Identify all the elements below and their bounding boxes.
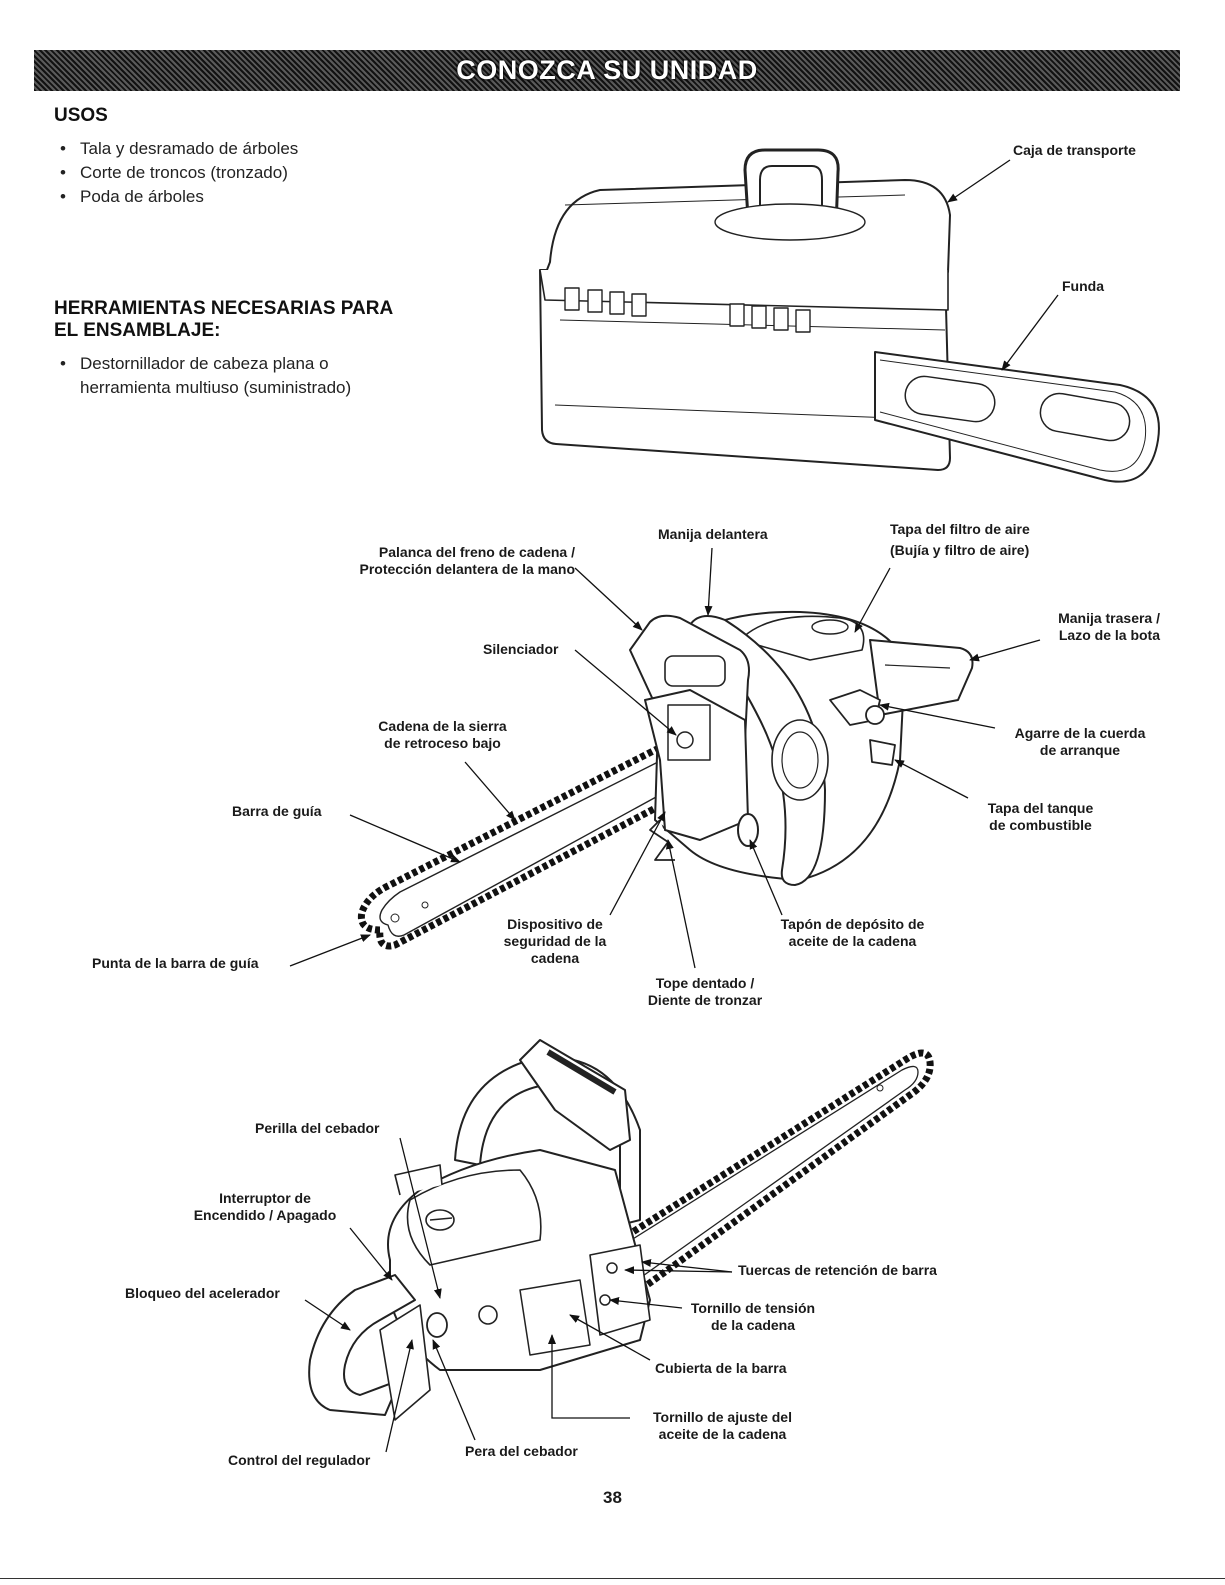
label-line: Tapón de depósito de xyxy=(780,916,925,932)
carrying-case xyxy=(539,148,1160,483)
section-banner: CONOZCA SU UNIDAD xyxy=(34,50,1180,91)
label-manija-delantera: Manija delantera xyxy=(658,526,768,542)
label-line: Protección delantera de la mano xyxy=(359,561,575,577)
list-item: Destornillador de cabeza plana o herrami… xyxy=(54,352,351,400)
page-number: 38 xyxy=(603,1488,622,1507)
heading-line: EL ENSAMBLAJE: xyxy=(54,320,221,341)
bottom-saw-leaders xyxy=(304,1137,733,1453)
banner-title: CONOZCA SU UNIDAD xyxy=(456,55,758,85)
list-item: Poda de árboles xyxy=(54,185,298,209)
label-line: aceite de la cadena xyxy=(788,933,917,949)
label-line: Cadena de la sierra xyxy=(378,718,507,734)
label-palanca-freno: Palanca del freno de cadena / Protección… xyxy=(290,544,575,578)
label-cubierta-barra: Cubierta de la barra xyxy=(655,1360,787,1376)
label-caja-transporte: Caja de transporte xyxy=(1013,142,1136,158)
label-line: cadena xyxy=(530,950,580,966)
label-punta-barra: Punta de la barra de guía xyxy=(92,955,259,971)
label-interruptor: Interruptor de Encendido / Apagado xyxy=(180,1190,350,1224)
label-line: de combustible xyxy=(989,817,1092,833)
label-line: Tapa del tanque xyxy=(987,800,1094,816)
label-tapa-tanque: Tapa del tanque de combustible xyxy=(968,800,1113,834)
label-line: Tapa del filtro de aire xyxy=(890,521,1030,537)
label-line: de la cadena xyxy=(710,1317,796,1333)
label-line: Dispositivo de xyxy=(507,916,603,932)
label-line: Palanca del freno de cadena / xyxy=(378,544,575,560)
label-manija-trasera: Manija trasera / Lazo de la bota xyxy=(980,610,1160,644)
label-line: Tope dentado / xyxy=(655,975,755,991)
label-tapa-filtro: Tapa del filtro de aire (Bujía y filtro … xyxy=(890,521,1030,559)
usos-heading: USOS xyxy=(54,105,108,126)
label-line: Tornillo de tensión xyxy=(690,1300,816,1316)
top-saw-leaders xyxy=(289,547,1041,969)
list-item-line: herramienta multiuso (suministrado) xyxy=(80,378,352,397)
label-line: de retroceso bajo xyxy=(384,735,501,751)
label-tope-dentado: Tope dentado / Diente de tronzar xyxy=(625,975,785,1009)
label-line: Manija trasera / xyxy=(1058,610,1160,626)
label-perilla-cebador: Perilla del cebador xyxy=(255,1120,380,1136)
label-line: Lazo de la bota xyxy=(1058,627,1160,643)
top-chainsaw xyxy=(357,610,974,950)
label-line: seguridad de la xyxy=(503,933,607,949)
label-tapon-aceite: Tapón de depósito de aceite de la cadena xyxy=(755,916,950,950)
label-line: Interruptor de xyxy=(219,1190,311,1206)
label-control-regulador: Control del regulador xyxy=(228,1452,371,1468)
bottom-rule xyxy=(0,1578,1225,1579)
label-line: Agarre de la cuerda xyxy=(1014,725,1146,741)
label-tornillo-tension: Tornillo de tensión de la cadena xyxy=(678,1300,828,1334)
bottom-chainsaw xyxy=(308,1039,934,1421)
heading-line: HERRAMIENTAS NECESARIAS PARA xyxy=(54,298,394,319)
label-silenciador: Silenciador xyxy=(483,641,559,657)
case-leaders xyxy=(947,159,1059,371)
label-tuercas-retencion: Tuercas de retención de barra xyxy=(738,1262,937,1278)
label-cadena-sierra: Cadena de la sierra de retroceso bajo xyxy=(355,718,530,752)
label-tornillo-ajuste: Tornillo de ajuste del aceite de la cade… xyxy=(630,1409,815,1443)
label-line: Tornillo de ajuste del xyxy=(653,1409,792,1425)
list-item: Tala y desramado de árboles xyxy=(54,137,298,161)
herramientas-heading: HERRAMIENTAS NECESARIAS PARA EL ENSAMBLA… xyxy=(54,298,393,342)
list-item: Corte de troncos (tronzado) xyxy=(54,161,298,185)
label-line: Diente de tronzar xyxy=(647,992,763,1008)
label-pera-cebador: Pera del cebador xyxy=(465,1443,578,1459)
label-line: (Bujía y filtro de aire) xyxy=(890,542,1030,558)
label-line: de arranque xyxy=(1039,742,1121,758)
label-agarre-cuerda: Agarre de la cuerda de arranque xyxy=(995,725,1165,759)
label-bloqueo-acelerador: Bloqueo del acelerador xyxy=(125,1285,280,1301)
label-line: aceite de la cadena xyxy=(658,1426,787,1442)
herramientas-list: Destornillador de cabeza plana o herrami… xyxy=(54,352,351,400)
label-line: Encendido / Apagado xyxy=(193,1207,337,1223)
label-funda: Funda xyxy=(1062,278,1104,294)
label-dispositivo-seguridad: Dispositivo de seguridad de la cadena xyxy=(480,916,630,967)
list-item-line: Destornillador de cabeza plana o xyxy=(80,354,329,373)
label-barra-guia: Barra de guía xyxy=(232,803,322,819)
usos-list: Tala y desramado de árboles Corte de tro… xyxy=(54,137,298,209)
